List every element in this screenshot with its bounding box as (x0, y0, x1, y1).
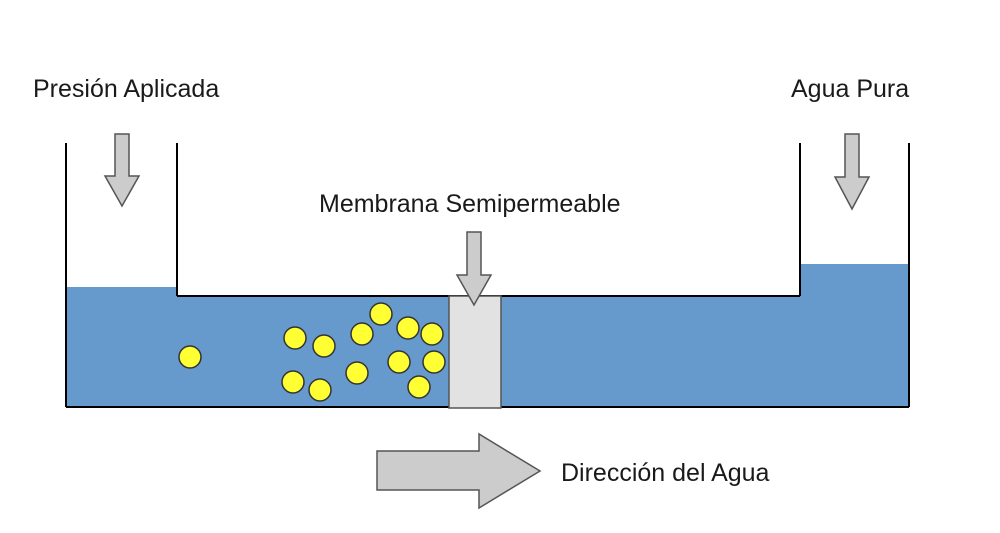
solute-particle (312, 334, 336, 358)
left-water (66, 287, 177, 407)
solute-particle (283, 326, 307, 350)
down-arrow-icon (455, 231, 493, 307)
solute-particle (422, 350, 446, 374)
water-direction-label: Dirección del Agua (561, 459, 770, 487)
solute-particle (308, 378, 332, 402)
down-arrow-icon (833, 133, 871, 211)
right-arrow-icon (376, 432, 542, 510)
solute-particle (396, 316, 420, 340)
semipermeable-membrane (448, 295, 502, 409)
pure-water-label: Agua Pura (791, 75, 909, 103)
solute-particle (407, 375, 431, 399)
membrane-label: Membrana Semipermeable (319, 190, 621, 218)
solute-particle (281, 370, 305, 394)
solute-particle (345, 361, 369, 385)
solute-particle (387, 350, 411, 374)
down-arrow-icon (103, 133, 141, 208)
solute-particle (420, 322, 444, 346)
solute-particles (178, 302, 446, 402)
solute-particle (178, 345, 202, 369)
solute-particle (350, 322, 374, 346)
solute-particle (369, 302, 393, 326)
right-water (800, 264, 909, 407)
applied-pressure-label: Presión Aplicada (33, 75, 219, 103)
